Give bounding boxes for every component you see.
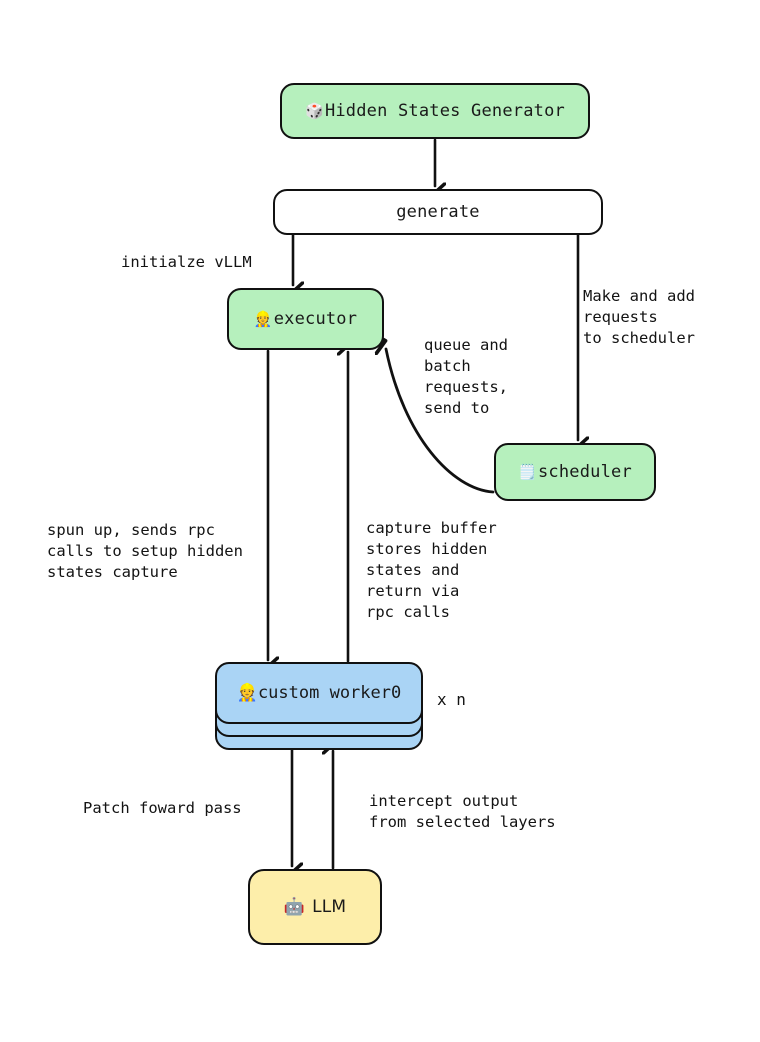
construction-worker-icon: 👷 [253,309,273,328]
worker-multiplier-label: x n [437,690,466,709]
edge-label-capture-buffer: capture buffer stores hidden states and … [366,519,497,621]
node-label-generate: generate [396,202,480,222]
stack-layer-front[interactable]: 👷 custom worker0 [215,662,423,724]
node-label-scheduler: scheduler [537,462,632,482]
node-generate[interactable]: generate [273,189,603,235]
edge-label-queue-and-batch: queue and batch requests, send to [424,336,508,417]
node-label-custom-worker0: custom worker0 [257,683,402,703]
edge-label-spun-up-rpc: spun up, sends rpc calls to setup hidden… [47,521,243,581]
node-hidden-states-generator[interactable]: 🎲 Hidden States Generator [280,83,590,139]
node-label-llm: LLM [312,897,347,917]
node-scheduler[interactable]: 🗒️ scheduler [494,443,656,501]
edge-label-make-and-add-requests: Make and add requests to scheduler [583,287,695,347]
node-llm[interactable]: 🤖 LLM [248,869,382,945]
node-executor[interactable]: 👷 executor [227,288,384,350]
node-custom-worker0[interactable]: 👷 custom worker0 [215,662,423,750]
edge-scheduler-to-executor [386,349,495,494]
edge-label-patch-forward-pass: Patch foward pass [83,799,242,817]
game-die-icon: 🎲 [305,101,324,120]
edge-label-intercept-output: intercept output from selected layers [369,792,556,831]
spiral-notepad-icon: 🗒️ [518,462,537,481]
robot-icon: 🤖 [283,896,306,917]
edge-label-initialze-vllm: initialze vLLM [121,253,252,271]
node-label-hidden-states-generator: Hidden States Generator [324,101,565,121]
node-label-executor: executor [273,309,358,329]
construction-worker-icon: 👷 [236,683,258,703]
